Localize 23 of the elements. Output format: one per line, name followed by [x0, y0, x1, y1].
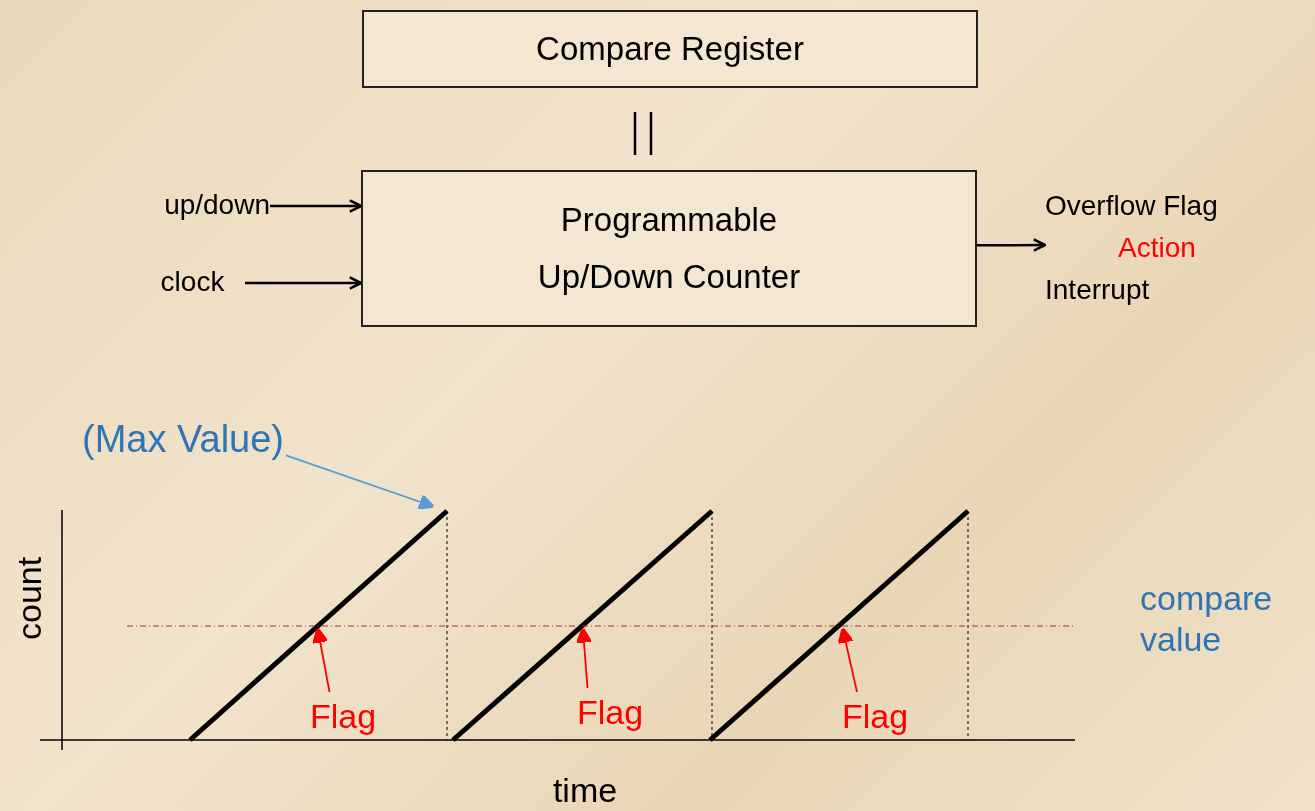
output-label: Overflow Flag [1045, 189, 1218, 223]
box-title: Compare Register [535, 28, 805, 69]
arrow [270, 199, 363, 213]
output-label: Interrupt [1045, 273, 1150, 307]
max-value-label: (Max Value) [82, 418, 285, 462]
axis-label: time [551, 770, 619, 811]
flag-label: Flag [309, 696, 377, 737]
box-title: Programmable Up/Down Counter [536, 200, 802, 297]
axis-label: count [9, 556, 50, 640]
arrow [245, 276, 363, 290]
leader-arrow [312, 627, 331, 693]
leader-arrow [285, 454, 435, 510]
compare-value-label: compare value [1140, 578, 1274, 660]
flag-label: Flag [841, 696, 909, 737]
register-box [362, 10, 978, 88]
leader-arrow [837, 627, 858, 693]
leader-arrow [575, 627, 593, 689]
arrow [977, 238, 1047, 252]
input-label: clock [160, 265, 225, 299]
flag-label: Flag [576, 692, 644, 733]
input-label: up/down [164, 188, 270, 222]
counter-box [361, 170, 977, 327]
output-label: Action [1118, 231, 1196, 265]
